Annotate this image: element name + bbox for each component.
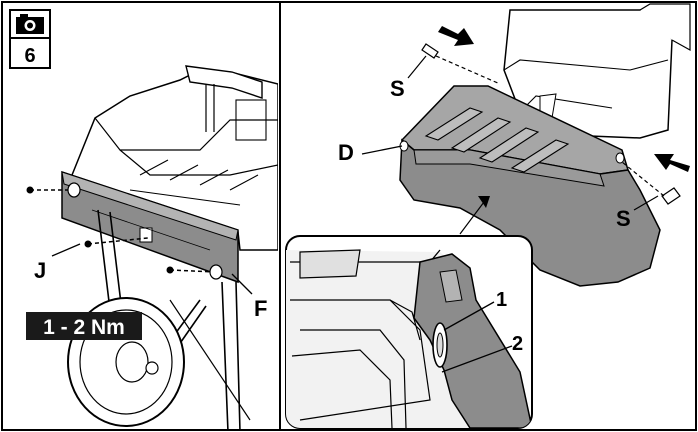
label-f: F — [254, 296, 267, 321]
right-panel-drawing — [361, 3, 691, 287]
camera-icon — [16, 14, 44, 34]
cart-leg-rear — [221, 281, 241, 429]
label-s-right: S — [616, 206, 631, 231]
screw-s-top — [421, 43, 501, 85]
label-detail-2: 2 — [512, 333, 523, 355]
label-j: J — [34, 258, 46, 283]
torque-badge: 1 - 2 Nm — [26, 312, 142, 340]
arrow-left-icon — [654, 154, 690, 172]
leader-line-2 — [441, 345, 513, 373]
torque-value: 1 - 2 Nm — [43, 316, 125, 339]
step-number: 6 — [24, 45, 35, 67]
detail-inset — [285, 235, 533, 429]
leader-line-j — [51, 243, 81, 257]
pointer-arrow-icon — [478, 196, 490, 208]
cart-handle — [185, 65, 263, 99]
left-panel-drawing — [26, 65, 278, 429]
screw-s-right — [621, 161, 681, 205]
label-s-top: S — [390, 76, 405, 101]
label-detail-1: 1 — [496, 289, 507, 311]
deflector-edge-detail — [413, 253, 532, 428]
label-d: D — [338, 140, 354, 165]
arrow-right-icon — [438, 26, 474, 46]
screw-right — [166, 264, 223, 280]
step-badge: 6 — [9, 9, 51, 69]
leader-line-1 — [443, 301, 495, 331]
leader-line-f — [231, 273, 253, 295]
leader-line-d — [361, 145, 403, 155]
screw-left — [26, 182, 81, 198]
screw-middle — [84, 237, 149, 248]
